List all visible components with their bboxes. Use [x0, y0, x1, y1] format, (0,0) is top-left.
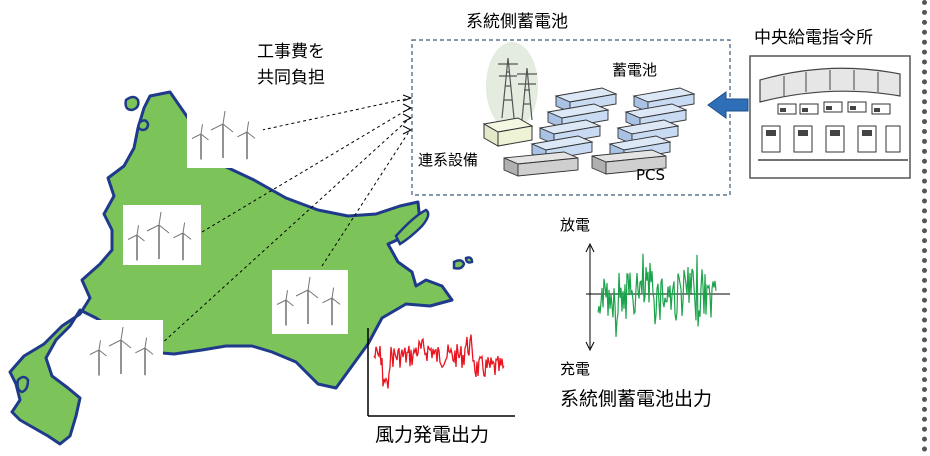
panel-divider: [922, 0, 927, 452]
central-dispatch-title: 中央給電指令所: [754, 28, 873, 48]
wind-turbine-icon: [237, 121, 256, 160]
wind-turbine-icon: [173, 222, 192, 261]
wind-output-signal: [373, 334, 505, 389]
construction-cost-line2: 共同負担: [257, 68, 325, 88]
interconnect-unit: [482, 117, 534, 147]
construction-cost-line1: 工事費を: [257, 42, 325, 62]
wind-turbine-icon: [210, 110, 234, 158]
grid-battery-title: 系統側蓄電池: [466, 12, 568, 32]
wind-turbine-icon: [127, 225, 145, 261]
island-shikotan: [452, 259, 466, 270]
interconnect-label: 連系設備: [418, 151, 479, 169]
battery-label: 蓄電池: [612, 61, 658, 79]
control-room-icon: [749, 55, 911, 179]
transmission-tower-icon: [486, 42, 538, 130]
island-rishiri: [124, 95, 140, 112]
wind-turbine-icon: [322, 287, 341, 326]
pcs-label: PCS: [636, 166, 666, 184]
wind-turbine-icon: [191, 124, 209, 160]
island-okushiri: [16, 375, 30, 394]
wind-turbine-icon: [295, 276, 319, 324]
cost-share-lines: [159, 97, 411, 346]
arrow-left-icon: [707, 91, 749, 119]
battery-modules: [503, 87, 696, 177]
wind-turbine-icon: [276, 290, 294, 326]
wind-farm-3: [272, 270, 348, 334]
battery-output-plot: [585, 242, 730, 352]
hokkaido-map: [8, 90, 474, 446]
wind-farm-4: [85, 320, 163, 382]
discharge-label: 放電: [560, 216, 591, 234]
charge-label: 充電: [560, 360, 591, 378]
wind-turbine-icon: [135, 337, 154, 376]
wind-turbine-icon: [146, 211, 170, 259]
wind-farm-2: [123, 205, 201, 265]
battery-output-title: 系統側蓄電池出力: [560, 388, 713, 410]
island-kunashiri: [394, 208, 430, 246]
island-habomai: [464, 256, 474, 264]
wind-output-title: 風力発電出力: [375, 424, 490, 446]
wind-farm-1: [187, 104, 263, 168]
wind-turbine-icon: [108, 326, 132, 374]
wind-output-plot: [367, 328, 515, 417]
cost-share-arrowheads: [402, 94, 413, 135]
island-rebun: [137, 119, 150, 132]
battery-output-signal: [597, 253, 717, 337]
battery-site-box: [411, 39, 731, 196]
wind-turbine-icon: [89, 340, 107, 376]
